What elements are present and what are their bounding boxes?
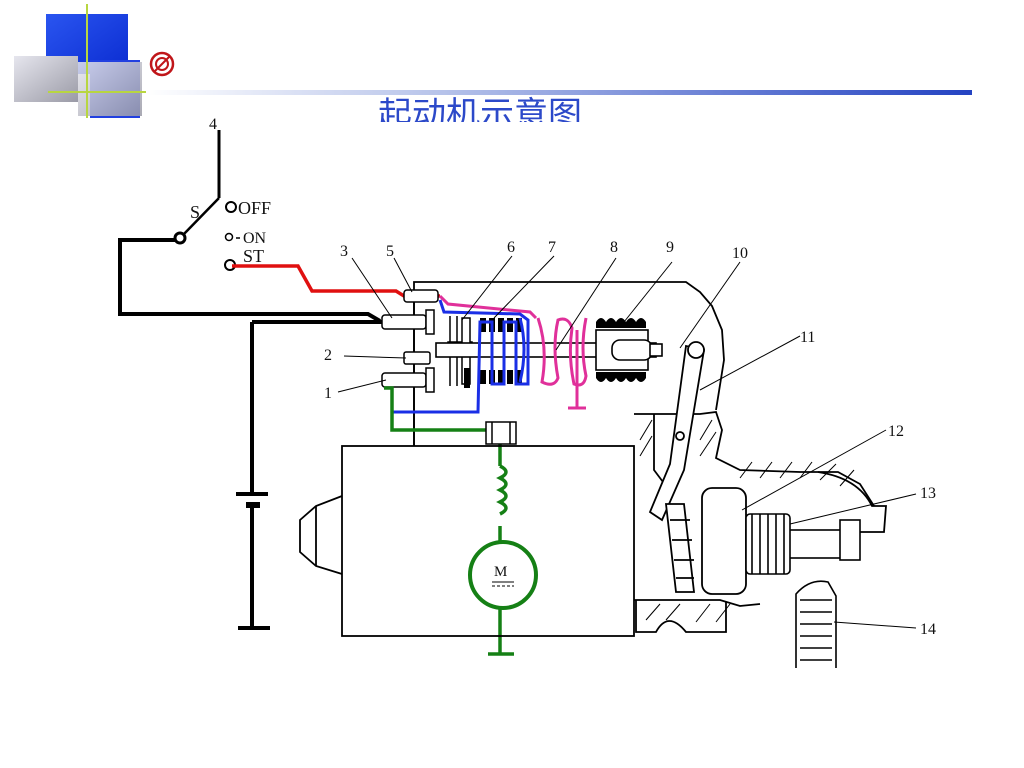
switch-letter: S xyxy=(190,202,200,222)
part-number-10: 10 xyxy=(732,245,748,262)
part-number-6: 6 xyxy=(507,239,515,256)
part-number-11: 11 xyxy=(800,329,815,346)
deco-gray-square-left xyxy=(14,56,78,102)
part-number-1: 1 xyxy=(324,385,332,402)
clutch xyxy=(664,487,747,595)
part-number-9: 9 xyxy=(666,239,674,256)
shift-fork xyxy=(648,341,706,522)
motor-terminal-block xyxy=(485,421,517,445)
drive-shaft xyxy=(745,513,861,575)
deco-gray-square-right xyxy=(78,62,142,116)
part-number-7: 7 xyxy=(548,239,556,256)
part-number-2: 2 xyxy=(324,347,332,364)
ignition-switch xyxy=(173,130,237,271)
part-number-8: 8 xyxy=(610,239,618,256)
motor-label: M xyxy=(494,564,507,580)
switch-position-st: ST xyxy=(243,246,264,266)
part-number-4: 4 xyxy=(209,116,217,133)
return-spring xyxy=(596,318,646,382)
blue-coil-wire xyxy=(390,299,530,416)
hatching xyxy=(639,419,855,623)
part-number-5: 5 xyxy=(386,243,394,260)
terminal-1 xyxy=(381,367,435,393)
part-number-13: 13 xyxy=(920,485,936,502)
battery-wire xyxy=(118,238,392,494)
part-number-14: 14 xyxy=(920,621,936,638)
terminal-3 xyxy=(381,309,435,335)
switch-position-off: OFF xyxy=(238,198,271,218)
battery-symbol xyxy=(236,492,270,630)
motor-symbol-icon xyxy=(468,540,538,610)
header-rule xyxy=(146,90,972,95)
brand-logo-icon xyxy=(149,51,175,77)
header-decoration xyxy=(14,4,972,118)
ring-gear xyxy=(795,580,837,668)
leader-lines xyxy=(337,255,917,629)
pink-coil-wire xyxy=(438,294,588,410)
terminal-2 xyxy=(403,351,431,365)
motor-body xyxy=(299,445,635,637)
drive-housing xyxy=(634,411,887,633)
part-number-3: 3 xyxy=(340,243,348,260)
terminal-5 xyxy=(403,289,439,303)
switch-position-on: ON xyxy=(243,230,267,247)
slide-title: 起动机示意图 xyxy=(378,95,582,122)
part-number-12: 12 xyxy=(888,423,904,440)
